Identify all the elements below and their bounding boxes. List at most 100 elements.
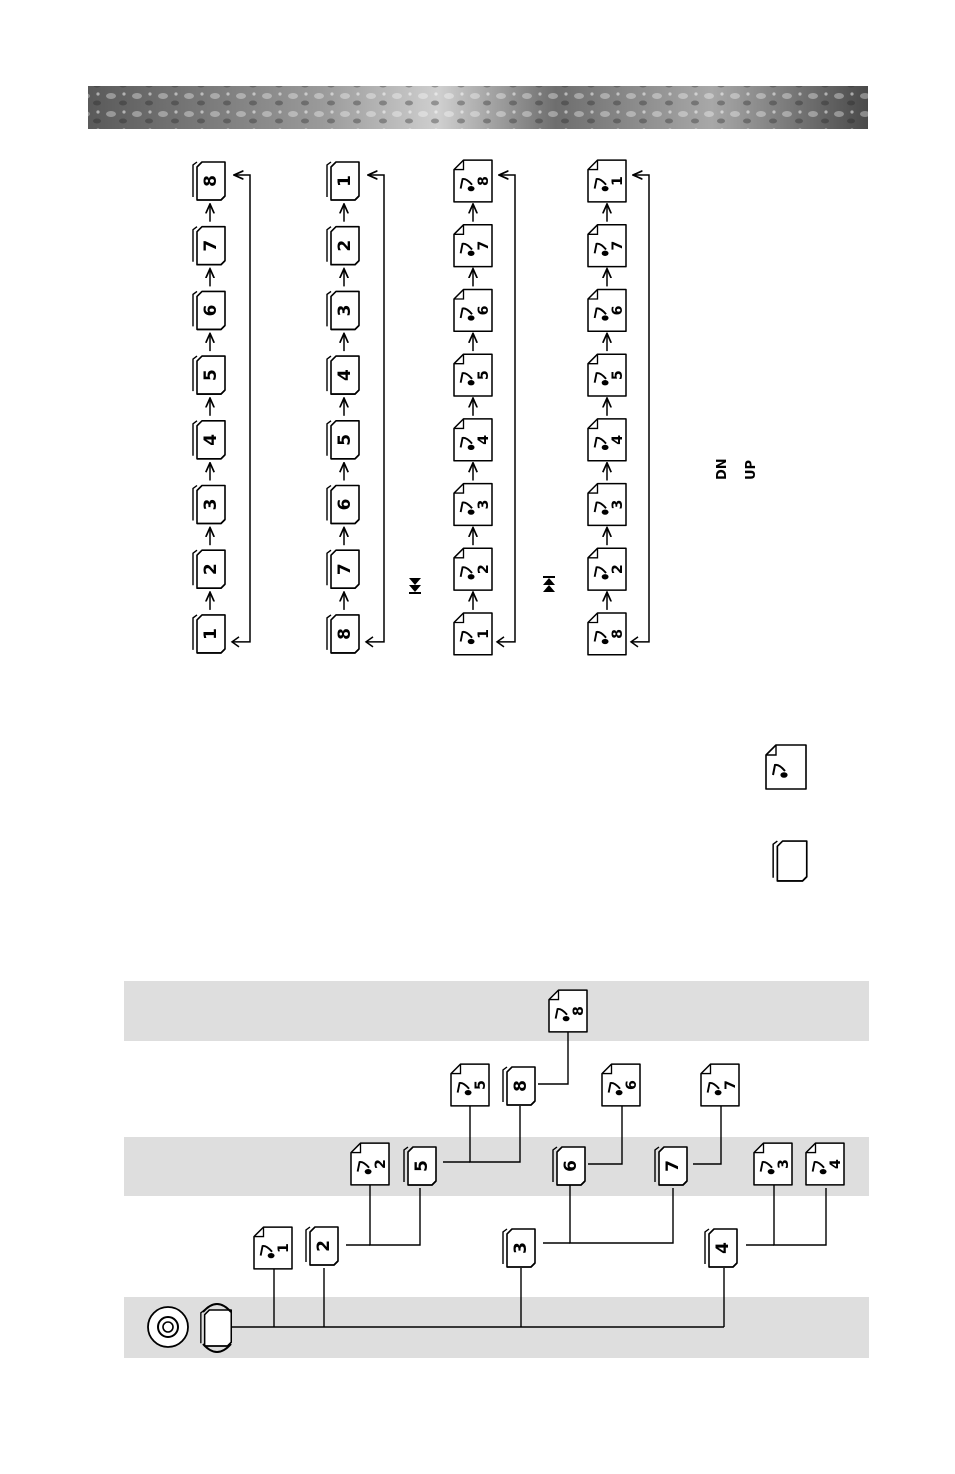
- folder-number: 6: [201, 304, 221, 316]
- file-number: 3: [610, 500, 626, 510]
- folder-number: 8: [511, 1080, 531, 1092]
- folder-icon: 1: [193, 615, 225, 653]
- folder-icon: 7: [193, 227, 225, 265]
- file-number: 7: [476, 241, 492, 251]
- music-file-icon: [766, 745, 806, 789]
- tree-band-top: [124, 981, 869, 1041]
- music-file-icon: 6: [454, 290, 492, 332]
- header-banner: [88, 86, 868, 129]
- music-file-icon: 1: [454, 613, 492, 655]
- sequence-4: 8 2 3 4 5 6 7 1: [543, 160, 649, 655]
- loop-arrow: [497, 175, 515, 642]
- music-file-icon: 6: [588, 290, 626, 332]
- folder-icon: 3: [327, 291, 359, 329]
- file-number: 6: [610, 305, 626, 315]
- folder-number: 2: [201, 563, 221, 575]
- music-file-icon: 3: [454, 484, 492, 526]
- music-file-icon: 5: [451, 1064, 489, 1106]
- music-file-icon: 8: [454, 160, 492, 202]
- music-file-icon: 4: [806, 1143, 844, 1185]
- folder-icon: 6: [327, 486, 359, 524]
- music-file-icon: 5: [454, 354, 492, 396]
- music-file-icon: 3: [588, 484, 626, 526]
- dn-key-label: DN: [715, 458, 730, 480]
- folder-icon: 8: [327, 615, 359, 653]
- file-number: 3: [476, 500, 492, 510]
- folder-icon: 6: [193, 291, 225, 329]
- up-key-label: UP: [744, 460, 759, 480]
- folder-icon: 2: [306, 1227, 338, 1265]
- folder-icon: 4: [327, 356, 359, 394]
- folder-number: 2: [314, 1240, 334, 1252]
- music-file-icon: 1: [254, 1227, 292, 1269]
- folder-icon: 8: [193, 162, 225, 200]
- folder-number: 7: [663, 1160, 683, 1172]
- disc-icon: [148, 1307, 188, 1347]
- music-file-icon: 8: [588, 613, 626, 655]
- folder-icon: 1: [327, 162, 359, 200]
- music-file-icon: 7: [588, 225, 626, 267]
- sequence-2: 8 7 6 5 4 3 2 1: [327, 162, 384, 653]
- folder-icon: 3: [503, 1229, 535, 1267]
- folder-number: 1: [335, 175, 355, 187]
- folder-icon: 4: [193, 421, 225, 459]
- folder-number: 1: [201, 628, 221, 640]
- folder-icon: 3: [193, 486, 225, 524]
- folder-number: 3: [201, 499, 221, 511]
- file-number: 5: [476, 370, 492, 380]
- file-number: 3: [776, 1159, 792, 1169]
- file-number: 8: [610, 629, 626, 639]
- folder-icon: 2: [193, 550, 225, 588]
- folder-icon: 8: [503, 1067, 535, 1105]
- folder-number: 5: [335, 434, 355, 446]
- folder-number: 7: [201, 240, 221, 252]
- music-file-icon: 4: [454, 419, 492, 461]
- skip-forward-icon: [543, 577, 555, 592]
- music-file-icon: 4: [588, 419, 626, 461]
- folder-icon: 2: [327, 227, 359, 265]
- music-file-icon: 2: [351, 1143, 389, 1185]
- music-file-icon: 5: [588, 354, 626, 396]
- legend: [766, 745, 807, 881]
- folder-number: 3: [511, 1242, 531, 1254]
- folder-number: 8: [335, 628, 355, 640]
- music-file-icon: 1: [588, 160, 626, 202]
- music-file-icon: 7: [454, 225, 492, 267]
- sequence-1: 1 2 3 4 5 6 7 8: [193, 162, 250, 653]
- loop-arrow: [232, 175, 250, 642]
- folder-number: 4: [201, 434, 221, 446]
- folder-icon: 7: [655, 1147, 687, 1185]
- file-number: 7: [723, 1080, 739, 1090]
- loop-arrow: [366, 175, 384, 642]
- folder-number: 5: [412, 1160, 432, 1172]
- music-file-icon: 3: [754, 1143, 792, 1185]
- file-number: 4: [828, 1159, 844, 1169]
- file-number: 5: [473, 1080, 489, 1090]
- folder-icon: 4: [705, 1229, 737, 1267]
- file-number: 2: [610, 564, 626, 574]
- file-number: 2: [476, 564, 492, 574]
- file-number: 4: [476, 435, 492, 445]
- root-folder-icon: [201, 1310, 231, 1346]
- navigation-sequences: 1 2 3 4 5 6 7 8 8 7 6 5 4 3 2 1 1 2 3 4 5 6 7 8 8 2 3 4 5 6 7 1: [193, 160, 649, 655]
- music-file-icon: 2: [454, 548, 492, 590]
- file-number: 2: [373, 1159, 389, 1169]
- folder-number: 7: [335, 563, 355, 575]
- folder-number: 6: [335, 499, 355, 511]
- folder-icon: 6: [553, 1147, 585, 1185]
- file-number: 6: [476, 305, 492, 315]
- file-number: 5: [610, 370, 626, 380]
- music-file-icon: 6: [602, 1064, 640, 1106]
- folder-icon: 7: [327, 550, 359, 588]
- music-file-icon: 8: [549, 990, 587, 1032]
- folder-number: 3: [335, 304, 355, 316]
- folder-icon: [773, 841, 807, 881]
- skip-back-icon: [409, 578, 421, 593]
- file-number: 1: [610, 176, 626, 186]
- folder-number: 4: [335, 369, 355, 381]
- folder-number: 5: [201, 369, 221, 381]
- folder-icon: 5: [404, 1147, 436, 1185]
- loop-arrow: [631, 175, 649, 642]
